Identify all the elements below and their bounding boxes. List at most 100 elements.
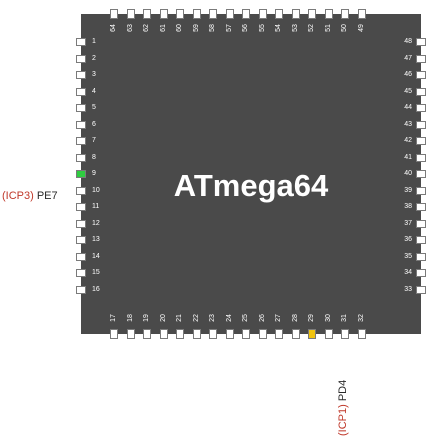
pin-number-60: 60 xyxy=(176,24,183,32)
pin-number-19: 19 xyxy=(143,314,150,322)
pin-18 xyxy=(126,329,135,339)
pin-42 xyxy=(416,137,426,145)
pin-number-51: 51 xyxy=(324,24,332,32)
pin-52 xyxy=(308,9,316,19)
pin-28 xyxy=(291,329,300,339)
pin-number-28: 28 xyxy=(291,314,299,322)
pin-57 xyxy=(225,9,234,19)
pin-number-34: 34 xyxy=(404,269,412,276)
pin-number-4: 4 xyxy=(92,87,96,95)
pin-number-63: 63 xyxy=(126,24,134,32)
pin-number-39: 39 xyxy=(404,186,412,194)
pin-number-36: 36 xyxy=(404,236,412,243)
pin-27 xyxy=(275,329,283,339)
pin-number-22: 22 xyxy=(192,314,200,322)
pin-number-49: 49 xyxy=(357,24,365,32)
pin-number-32: 32 xyxy=(357,314,365,322)
pe7-name: PE7 xyxy=(36,190,58,202)
pin-7 xyxy=(76,137,86,145)
pin-number-50: 50 xyxy=(341,24,348,32)
pin-63 xyxy=(126,9,135,19)
pin-number-18: 18 xyxy=(126,314,134,322)
pin-number-33: 33 xyxy=(404,285,412,293)
pin-31 xyxy=(341,329,349,339)
pin-number-14: 14 xyxy=(92,252,100,260)
pin-59 xyxy=(192,9,201,19)
pin-number-20: 20 xyxy=(159,314,167,322)
chip-name: ATmega64 xyxy=(173,168,329,203)
pin-number-7: 7 xyxy=(92,137,96,144)
pin-number-21: 21 xyxy=(176,314,183,322)
pin-60 xyxy=(176,9,184,19)
pin-4 xyxy=(76,87,86,96)
pin-58 xyxy=(209,9,217,19)
pin-23 xyxy=(209,329,217,339)
pin-number-9: 9 xyxy=(92,170,96,177)
pin-5 xyxy=(76,104,86,112)
pe7-function: (ICP3) xyxy=(2,190,34,202)
pin-number-26: 26 xyxy=(258,314,266,322)
pin-34 xyxy=(416,269,426,277)
pin-61 xyxy=(159,9,168,19)
pin-number-48: 48 xyxy=(404,38,412,45)
pin-number-1: 1 xyxy=(92,38,96,45)
pin-number-44: 44 xyxy=(404,104,412,111)
pin-22 xyxy=(192,329,201,339)
pin-32 xyxy=(357,329,366,339)
pin-number-45: 45 xyxy=(404,87,412,95)
pin-number-35: 35 xyxy=(404,252,412,260)
pin-number-46: 46 xyxy=(404,71,412,78)
pin-26 xyxy=(258,329,267,339)
pin-33 xyxy=(416,285,426,294)
pin-number-62: 62 xyxy=(143,24,150,32)
pin-37 xyxy=(416,219,426,228)
pin-53 xyxy=(291,9,300,19)
pin-number-13: 13 xyxy=(92,236,100,243)
pin-number-37: 37 xyxy=(404,219,412,227)
pin-number-53: 53 xyxy=(291,24,299,32)
pd4-label: (ICP1) PD4 xyxy=(337,380,349,436)
pin-number-15: 15 xyxy=(92,269,100,276)
pin-number-54: 54 xyxy=(275,24,282,32)
pin-55 xyxy=(258,9,267,19)
pin-45 xyxy=(416,87,426,96)
pin-number-17: 17 xyxy=(110,314,117,322)
pin-21 xyxy=(176,329,184,339)
pin-number-42: 42 xyxy=(404,137,412,144)
pin-number-27: 27 xyxy=(275,314,282,322)
pin-number-64: 64 xyxy=(110,24,117,32)
pin-number-24: 24 xyxy=(225,314,233,322)
pin-number-40: 40 xyxy=(404,170,412,177)
pin-number-31: 31 xyxy=(341,314,348,322)
pin-14 xyxy=(76,252,86,261)
pin-38 xyxy=(416,203,426,211)
pin-12 xyxy=(76,219,86,228)
pin-30 xyxy=(324,329,333,339)
pin-number-6: 6 xyxy=(92,120,96,128)
pin-number-38: 38 xyxy=(404,203,412,210)
pin-44 xyxy=(416,104,426,112)
pin-number-57: 57 xyxy=(225,24,233,32)
pin-number-61: 61 xyxy=(159,24,167,32)
pin-62 xyxy=(143,9,151,19)
pe7-label: (ICP3) PE7 xyxy=(2,190,58,202)
pin-36 xyxy=(416,236,426,244)
pin-number-59: 59 xyxy=(192,24,200,32)
pin-number-25: 25 xyxy=(242,314,249,322)
pin-47 xyxy=(416,54,426,63)
pin-46 xyxy=(416,71,426,79)
pin-number-11: 11 xyxy=(92,203,100,210)
pin-39 xyxy=(416,186,426,195)
pin-8 xyxy=(76,153,86,162)
pin-15 xyxy=(76,269,86,277)
pin-number-41: 41 xyxy=(404,153,412,161)
pin-number-10: 10 xyxy=(92,186,100,194)
pin-2 xyxy=(76,54,86,63)
pin-50 xyxy=(341,9,349,19)
pin-25 xyxy=(242,329,250,339)
pin-51 xyxy=(324,9,333,19)
pin-number-2: 2 xyxy=(92,54,96,62)
pin-number-23: 23 xyxy=(209,314,216,322)
pin-number-29: 29 xyxy=(308,314,315,322)
pd4-name: PD4 xyxy=(337,379,349,402)
